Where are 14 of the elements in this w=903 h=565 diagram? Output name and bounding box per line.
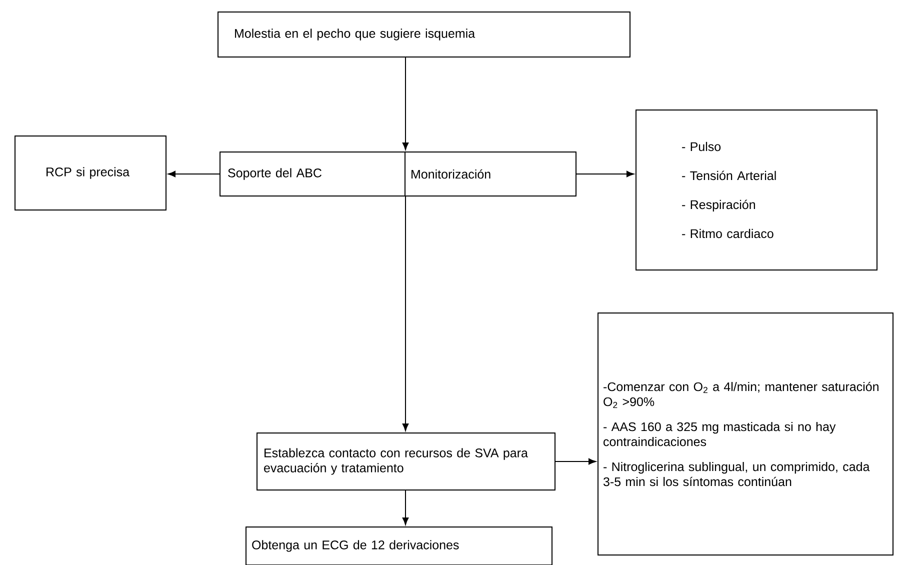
arrow [555,458,596,465]
process-box: Molestia en el pecho que sugiere isquemia [218,12,630,58]
process-box: Soporte del ABC [220,152,406,196]
arrow [402,196,409,431]
arrow [402,57,409,150]
note-box: -Comenzar con O$_{2}$ a 4l/min; mantener saturación O$_{2}$ >90% - AAS 160 a 325 mg masticada si no hay contraindicaciones - Nitroglicerina sublingual, un comprimido, cada 3-5 min si los síntomas continúan [598,312,894,556]
arrow [576,170,634,178]
process-box: Monitorización [404,152,576,196]
process-box: Establezca contacto con recursos de SVA para evacuación y tratamiento [256,432,556,490]
process-box: RCP si precisa [14,136,166,210]
arrow [168,170,220,178]
list-box: - Pulso - Tensión Arterial - Respiración - Ritmo cardiaco [636,110,878,270]
arrow [402,490,409,525]
process-box: Obtenga un ECG de 12 derivaciones [246,526,552,565]
